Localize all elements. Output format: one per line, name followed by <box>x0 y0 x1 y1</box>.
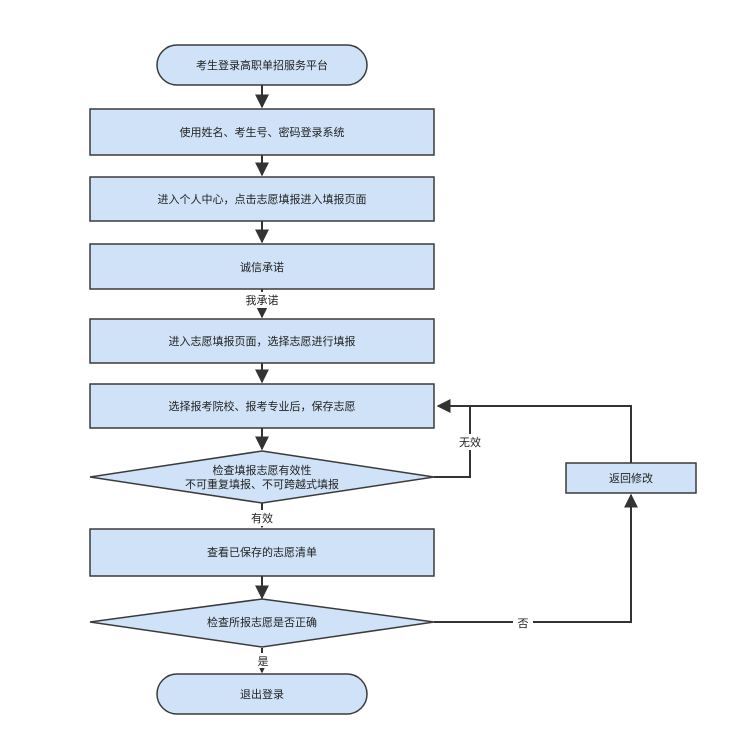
step-fill-volunteer-label: 进入志愿填报页面，选择志愿进行填报 <box>169 334 356 348</box>
step-enter-center-label: 进入个人中心，点击志愿填报进入填报页面 <box>158 192 367 206</box>
decision-correct <box>89 598 435 648</box>
connectors <box>255 85 638 674</box>
edge-revise-step5 <box>470 405 632 463</box>
step-login <box>89 108 435 156</box>
step-login-label: 使用姓名、考生号、密码登录系统 <box>180 125 345 139</box>
nodes: 考生登录高职单招服务平台 使用姓名、考生号、密码登录系统 进入个人中心，点击志愿… <box>89 44 697 715</box>
edge-check2-no <box>434 493 638 623</box>
end-node <box>156 673 368 715</box>
start-node <box>156 44 368 86</box>
step-select-save <box>89 383 435 429</box>
edge-label-invalid: 无效 <box>459 435 481 449</box>
decision-validity-line2: 不可重复填报、不可跨越式填报 <box>185 477 339 491</box>
edge-label-promise: 我承诺 <box>246 294 279 307</box>
edge-label-valid: 有效 <box>251 511 273 525</box>
decision-correct-label: 检查所报志愿是否正确 <box>207 615 317 629</box>
step-fill-volunteer <box>89 318 435 364</box>
decision-validity-line1: 检查填报志愿有效性 <box>213 463 312 477</box>
step-enter-center <box>89 176 435 222</box>
step-integrity-promise-label: 诚信承诺 <box>240 261 284 274</box>
step-view-list-label: 查看已保存的志愿清单 <box>207 545 317 559</box>
end-node-label: 退出登录 <box>240 687 284 701</box>
step-integrity-promise <box>89 243 435 290</box>
step-return-revise <box>565 462 697 494</box>
step-view-list <box>89 528 435 577</box>
step-select-save-label: 选择报考院校、报考专业后，保存志愿 <box>169 399 356 413</box>
step-return-revise-label: 返回修改 <box>609 471 653 485</box>
edge-label-no: 否 <box>518 617 529 630</box>
decision-validity <box>89 450 435 504</box>
edge-label-yes: 是 <box>258 655 269 668</box>
start-node-label: 考生登录高职单招服务平台 <box>196 58 328 72</box>
